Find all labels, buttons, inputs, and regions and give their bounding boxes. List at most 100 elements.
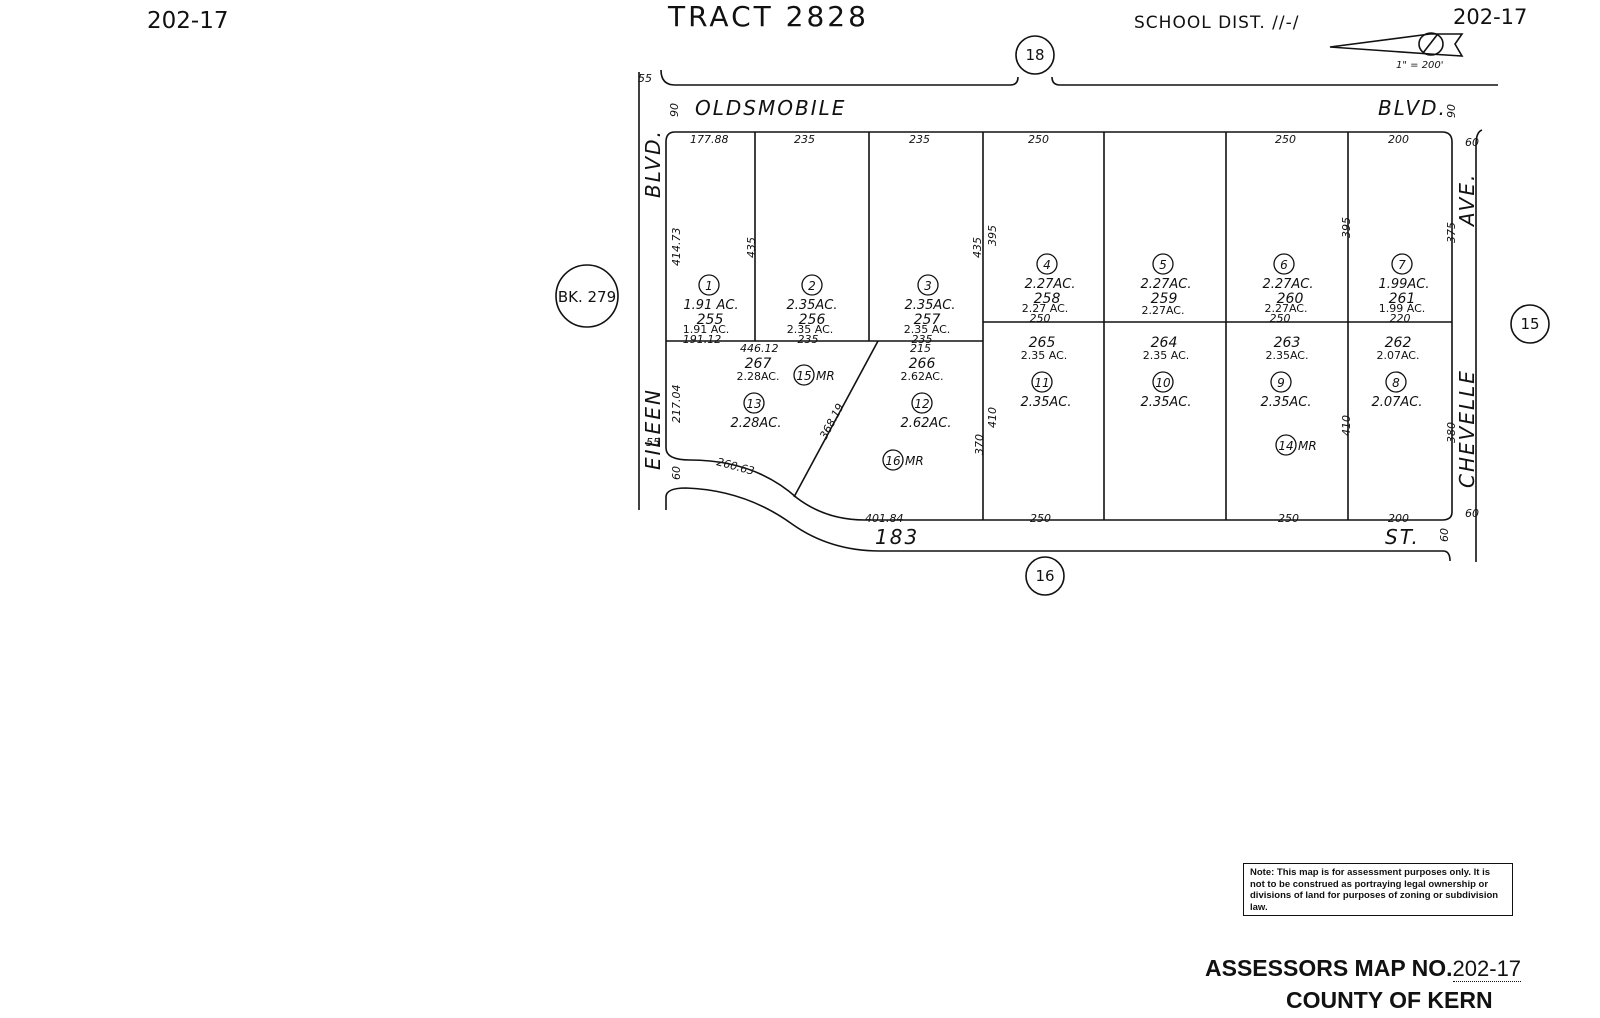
depth-6: 375 (1445, 222, 1458, 243)
frontage-mid-b: 215 (910, 342, 931, 355)
lot-acres: 2.27AC. (1262, 277, 1313, 292)
apn-number: 263 (1274, 335, 1301, 351)
apn-acres: 2.07AC. (1376, 349, 1419, 362)
parcel-5[interactable]: 5 2.27AC. 259 2.27AC. (1140, 253, 1192, 317)
street-name-oldsmobile: OLDSMOBILE (695, 96, 846, 120)
frontage-top-4: 250 (1028, 133, 1049, 146)
map-ref-right: 202-17 (1453, 5, 1528, 29)
lot-acres: 2.27AC. (1140, 277, 1191, 292)
depth-10: 410 (1340, 415, 1353, 436)
apn-acres: 2.35 AC. (1021, 349, 1068, 362)
lot-number: 9 (1277, 376, 1285, 390)
parcel-1[interactable]: 1 1.91 AC. 255 1.91 AC. 191.12 (683, 274, 739, 346)
parcel-9[interactable]: 9 2.35AC. 263 2.35AC. (1260, 335, 1311, 410)
adjacent-map-top[interactable]: 18 (1025, 46, 1044, 64)
mr-number: 15 (796, 369, 811, 383)
depth-7: 217.04 (670, 385, 683, 424)
frontage-bottom-2: 250 (1030, 512, 1051, 525)
frontage-diag: 368.19 (817, 401, 847, 441)
depth-9: 410 (986, 407, 999, 428)
width-e-top: 60 (1465, 136, 1479, 149)
depth-5: 395 (1340, 217, 1353, 238)
depth-2: 435 (745, 237, 758, 258)
mr-number: 16 (885, 454, 901, 468)
frontage-top-1: 177.88 (690, 133, 729, 146)
apn-number: 258 (1034, 291, 1061, 307)
street-line-east (1475, 129, 1483, 562)
apn-dim: 191.12 (683, 333, 722, 346)
apn-acres: 2.35 AC. (787, 323, 834, 336)
parcel-8[interactable]: 8 2.07AC. 262 2.07AC. (1371, 335, 1422, 410)
street-name-chevelle: CHEVELLE (1455, 369, 1479, 488)
apn-number: 266 (909, 356, 936, 372)
width-n-right: 90 (1445, 104, 1458, 118)
apn-acres: 2.35AC. (1265, 349, 1308, 362)
school-district: SCHOOL DIST. //-/ (1134, 13, 1300, 33)
lot-acres: 2.35AC. (786, 298, 837, 313)
apn-number: 267 (745, 356, 772, 372)
apn-dim: 250 (1270, 312, 1291, 325)
width-s-right: 60 (1438, 528, 1451, 542)
apn-acres: 2.27AC. (1141, 304, 1184, 317)
lot-number: 10 (1155, 376, 1171, 390)
apn-dim: 235 (798, 333, 819, 346)
apn-acres: 2.35 AC. (1143, 349, 1190, 362)
frontage-top-6: 200 (1388, 133, 1409, 146)
street-name-eileen: EILEEN (641, 388, 665, 470)
lot-number: 13 (746, 397, 761, 411)
map-ref-16[interactable]: 16 MR (882, 449, 924, 471)
apn-acres: 1.91 AC. (683, 323, 730, 336)
apn-acres: 2.28AC. (736, 370, 779, 383)
parcel-7[interactable]: 7 1.99AC. 261 1.99 AC. 220 (1378, 253, 1430, 325)
parcel-11[interactable]: 11 2.35AC. 265 2.35 AC. (1020, 335, 1071, 410)
parcel-10[interactable]: 10 2.35AC. 264 2.35 AC. (1140, 335, 1191, 410)
frontage-top-3: 235 (909, 133, 930, 146)
county-title: COUNTY OF KERN (1286, 987, 1493, 1013)
map-ref-14[interactable]: 14 MR (1275, 434, 1317, 456)
assessors-label: ASSESSORS MAP NO. (1205, 955, 1453, 981)
lot-number: 5 (1159, 258, 1167, 272)
apn-number: 265 (1029, 335, 1056, 351)
lot-acres: 2.35AC. (904, 298, 955, 313)
apn-acres: 2.27AC. (1264, 302, 1307, 315)
depth-8: 370 (973, 434, 986, 455)
parcel-4[interactable]: 4 2.27AC. 258 2.27 AC. 250 (1022, 253, 1076, 325)
frontage-bottom-4: 200 (1388, 512, 1409, 525)
parcel-6[interactable]: 6 2.27AC. 260 2.27AC. 250 (1262, 253, 1314, 325)
frontage-bottom-3: 250 (1278, 512, 1299, 525)
adjacent-map-bottom[interactable]: 16 (1035, 567, 1054, 585)
apn-number: 255 (697, 312, 724, 328)
depth-1: 414.73 (670, 228, 683, 267)
lot-acres: 1.91 AC. (683, 298, 738, 313)
mr-suffix: MR (816, 369, 835, 383)
disclaimer-note: Note: This map is for assessment purpose… (1243, 863, 1513, 916)
frontage-curve: 260.63 (715, 455, 756, 478)
adjacent-map-right[interactable]: 15 (1520, 315, 1539, 333)
apn-number: 259 (1151, 291, 1178, 307)
apn-dim: 235 (912, 333, 933, 346)
assessors-map-title: ASSESSORS MAP NO.202-17 (1205, 955, 1522, 982)
apn-acres: 1.99 AC. (1379, 302, 1426, 315)
parcel-2[interactable]: 2 2.35AC. 256 2.35 AC. 235 (786, 274, 838, 346)
frontage-top-5: 250 (1275, 133, 1296, 146)
frontage-mid-a: 446.12 (740, 342, 779, 355)
lot-acres: 2.07AC. (1371, 395, 1422, 410)
block-outline (665, 131, 1453, 521)
apn-number: 261 (1389, 291, 1416, 307)
parcel-3[interactable]: 3 2.35AC. 257 2.35 AC. 235 (904, 274, 956, 346)
street-name-183: 183 (875, 525, 919, 549)
width-e-bottom: 60 (1465, 507, 1479, 520)
book-ref[interactable]: BK. 279 (558, 288, 616, 306)
parcel-12[interactable]: 12 2.62AC. 266 2.62AC. (900, 356, 951, 431)
apn-number: 260 (1277, 291, 1304, 307)
lot-acres: 2.35AC. (1260, 395, 1311, 410)
street-name-blvd-west: BLVD. (641, 129, 665, 198)
depth-3: 435 (971, 237, 984, 258)
assessors-map-number: 202-17 (1452, 956, 1522, 982)
lot-number: 1 (705, 279, 713, 293)
parcel-13[interactable]: 13 2.28AC. 267 2.28AC. (730, 356, 781, 431)
lot-acres: 2.62AC. (900, 416, 951, 431)
mr-number: 14 (1278, 439, 1293, 453)
map-ref-15[interactable]: 15 MR (793, 364, 835, 386)
